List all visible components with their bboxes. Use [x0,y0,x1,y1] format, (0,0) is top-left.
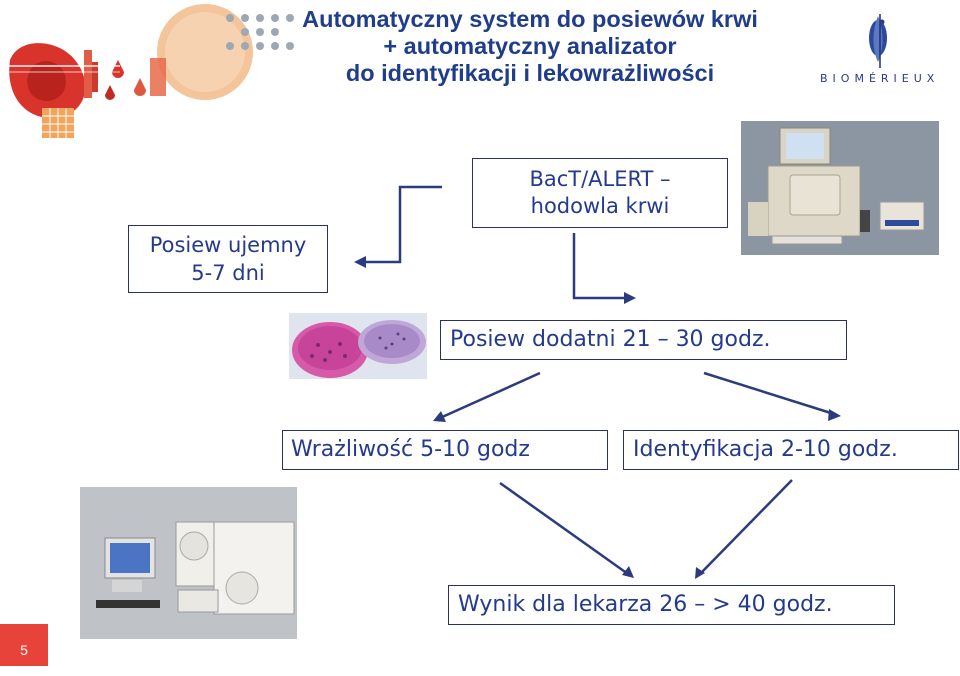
bactalert-line-2: hodowla krwi [530,194,670,218]
susceptibility-label: Wrażliwość 5-10 godz [291,437,530,462]
negative-line-1: Posiew ujemny [149,233,307,257]
susceptibility-box: Wrażliwość 5-10 godz [282,430,608,470]
decor-dots [226,14,294,50]
flow-arrows [362,185,835,576]
negative-line-2: 5-7 dni [191,261,265,285]
title-line-1: Automatyczny system do posiewów krwi [302,6,758,32]
bactalert-instrument-image [741,121,939,255]
vitek-system-image [80,487,297,639]
identification-label: Identyfikacja 2-10 godz. [633,437,898,462]
slide-title: Automatyczny system do posiewów krwi + a… [230,6,830,87]
positive-culture-box: Posiew dodatni 21 – 30 godz. [440,320,847,360]
bactalert-line-1: BacT/ALERT – [529,167,671,191]
result-box: Wynik dla lekarza 26 – > 40 godz. [448,585,895,625]
result-label: Wynik dla lekarza 26 – > 40 godz. [458,592,833,617]
positive-label: Posiew dodatni 21 – 30 godz. [450,327,771,352]
biomerieux-logo-text: BIOMÉRIEUX [820,72,940,85]
bactalert-box: BacT/ALERT – hodowla krwi [472,158,728,228]
page-number: 5 [0,624,48,666]
negative-culture-box: Posiew ujemny 5-7 dni [128,225,328,293]
title-line-2: + automatyczny analizator [383,33,677,59]
biomerieux-logo-icon [869,14,887,68]
identification-box: Identyfikacja 2-10 godz. [623,430,959,470]
petri-dish-image [289,313,427,379]
title-line-3: do identyfikacji i lekowrażliwości [345,60,715,86]
